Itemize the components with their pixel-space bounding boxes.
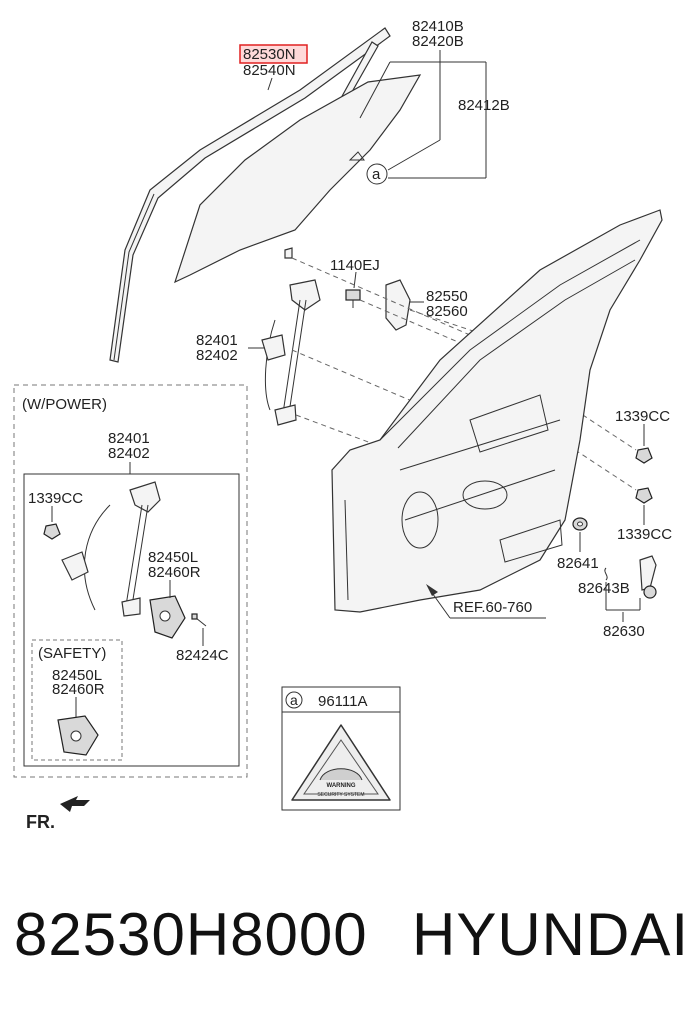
power-clip-label: 1339CC xyxy=(28,490,83,507)
channel-label-a: 82550 xyxy=(426,288,468,305)
glass-label-b: 82540N xyxy=(243,62,296,79)
callout-a-letter: a xyxy=(372,166,381,183)
warning-text-1: WARNING xyxy=(327,783,356,789)
power-reg-label-b: 82402 xyxy=(108,445,150,462)
warning-triangle-icon xyxy=(291,724,391,801)
glass-label-highlight xyxy=(239,44,308,64)
label-box-circle xyxy=(285,691,303,709)
motor-label-b: 82460R xyxy=(148,564,201,581)
reg-label-a: 82401 xyxy=(196,332,238,349)
door-glass xyxy=(174,74,422,284)
power-group-title: (W/POWER) xyxy=(22,396,107,413)
parts-diagram: 82530N 82540N 82410B 82420B 82412B a 114… xyxy=(13,18,672,832)
screw-label: 82424C xyxy=(176,647,229,664)
ref-label: REF.60-760 xyxy=(453,599,532,616)
run-label-c: 82412B xyxy=(458,97,510,114)
clip-bottom-label: 1339CC xyxy=(617,526,672,543)
power-motor-icon xyxy=(149,595,186,639)
ref-arrow-icon xyxy=(426,584,546,619)
label-box-letter: a xyxy=(290,692,298,708)
window-handle-icon xyxy=(639,555,657,599)
clip-top-label: 1339CC xyxy=(615,408,670,425)
safety-motor-label-b: 82460R xyxy=(52,681,105,698)
footer: 82530H8000 HYUNDAI xyxy=(0,890,694,990)
window-regulator xyxy=(261,247,321,426)
glass-label-a: 82530N xyxy=(243,46,296,63)
motor-label-a: 82450L xyxy=(148,549,198,566)
rear-channel xyxy=(385,279,411,331)
spring-label: 82643B xyxy=(578,580,630,597)
safety-group-box xyxy=(31,639,123,761)
handle-label: 82630 xyxy=(603,623,645,640)
run-label-a: 82410B xyxy=(412,18,464,35)
washer-icon xyxy=(572,517,588,531)
bolt-label: 1140EJ xyxy=(330,257,380,274)
channel-label-b: 82560 xyxy=(426,303,468,320)
reg-label-b: 82402 xyxy=(196,347,238,364)
bolt-icon xyxy=(345,289,361,308)
front-label: FR. xyxy=(26,812,55,832)
clip-top-icon xyxy=(635,447,653,464)
screw-icon xyxy=(191,613,207,627)
power-reg-label-a: 82401 xyxy=(108,430,150,447)
power-clip-icon xyxy=(43,523,61,540)
washer-label: 82641 xyxy=(557,555,599,572)
power-group-box xyxy=(13,384,248,778)
label-box-part: 96111A xyxy=(318,693,368,710)
safety-motor-label-a: 82450L xyxy=(52,667,102,684)
safety-group-title: (SAFETY) xyxy=(38,645,106,662)
safety-motor-icon xyxy=(57,715,99,756)
door-panel xyxy=(331,209,663,613)
front-arrow-icon xyxy=(60,796,90,812)
power-regulator-box xyxy=(23,473,240,767)
warning-text-2: SECURITY SYSTEM xyxy=(317,792,364,798)
spring-icon xyxy=(604,567,608,581)
part-number: 82530H8000 xyxy=(14,901,368,968)
power-regulator xyxy=(61,481,161,617)
brand-name: HYUNDAI xyxy=(412,901,690,968)
run-label-b: 82420B xyxy=(412,33,464,50)
run-bracket xyxy=(359,50,487,179)
callout-a-circle xyxy=(366,163,388,185)
clip-bottom-icon xyxy=(635,487,653,504)
